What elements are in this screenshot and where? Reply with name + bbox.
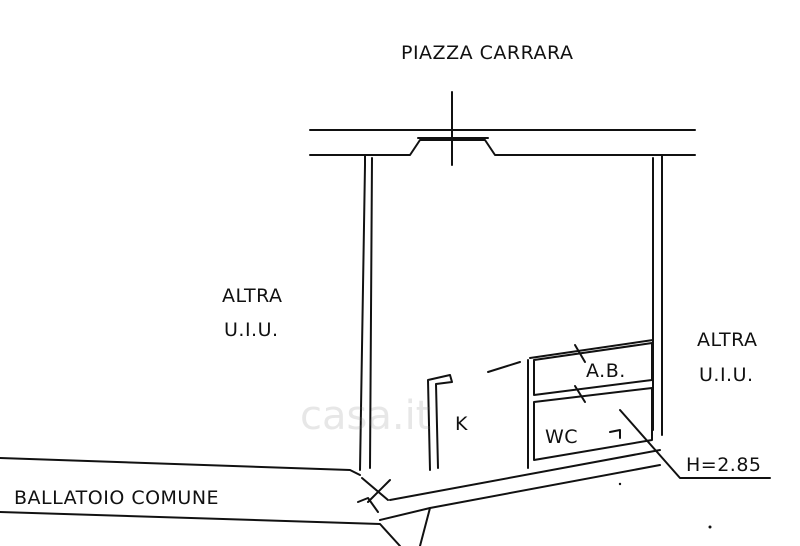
wc-door bbox=[574, 385, 586, 403]
front-wall-left-inner bbox=[369, 157, 373, 469]
partition-top-2 bbox=[529, 339, 654, 359]
watermark: casa.it bbox=[300, 393, 432, 439]
entry-door-arc bbox=[357, 497, 379, 513]
front-window bbox=[364, 139, 651, 156]
corridor-end bbox=[419, 507, 431, 546]
entry-door bbox=[361, 477, 391, 503]
height-label: H=2.85 bbox=[686, 454, 762, 476]
right-unit-label-line2: U.I.U. bbox=[699, 364, 754, 386]
left-unit-label-line2: U.I.U. bbox=[224, 319, 279, 341]
storage-label: A.B. bbox=[586, 360, 626, 382]
partition-top-1 bbox=[487, 361, 521, 373]
street-label: PIAZZA CARRARA bbox=[401, 42, 574, 64]
corridor-top bbox=[0, 457, 361, 476]
left-unit-label-line1: ALTRA bbox=[222, 285, 283, 307]
corridor-label: BALLATOIO COMUNE bbox=[14, 487, 220, 509]
storage-door bbox=[574, 344, 586, 363]
wc-fixture bbox=[609, 429, 621, 439]
kitchen-label: K bbox=[455, 413, 468, 435]
front-wall-left bbox=[309, 154, 366, 471]
corridor-bottom bbox=[0, 511, 401, 546]
bottom-wall bbox=[389, 449, 661, 501]
wc-box bbox=[533, 387, 653, 461]
height-leader bbox=[619, 409, 771, 479]
bathroom-label: WC bbox=[545, 426, 579, 448]
storage-box bbox=[533, 342, 653, 396]
bottom-wall-inner bbox=[379, 464, 661, 521]
right-unit-label-line1: ALTRA bbox=[697, 329, 758, 351]
kitchen-stub bbox=[427, 374, 453, 471]
